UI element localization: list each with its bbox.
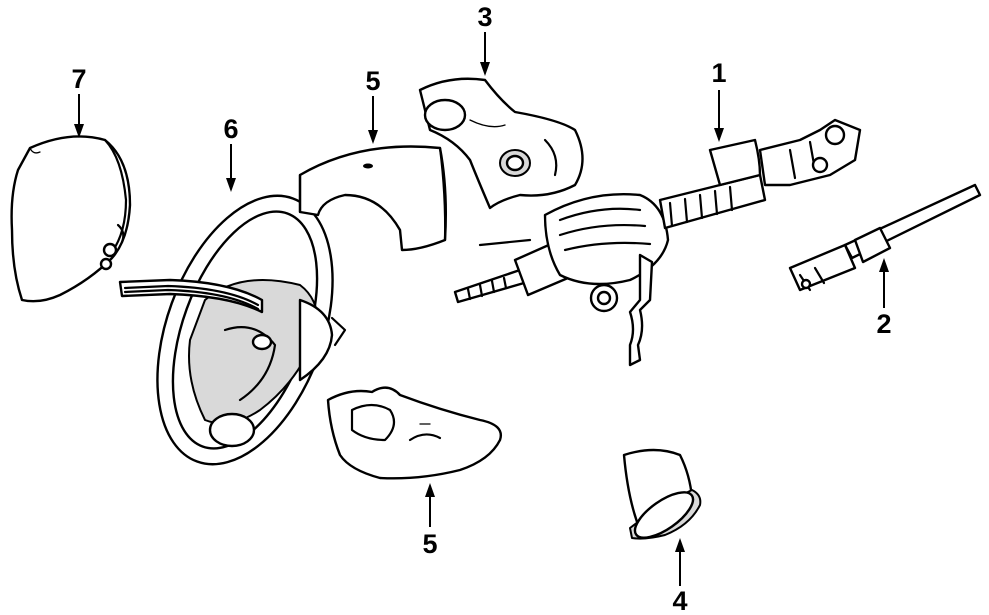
steering-wheel-part <box>118 194 347 466</box>
svg-text:5: 5 <box>365 66 380 96</box>
callout-6: 6 <box>223 114 239 192</box>
svg-text:2: 2 <box>876 309 891 339</box>
intermediate-shaft-part <box>788 183 982 292</box>
callout-3: 3 <box>477 2 493 76</box>
callout-2: 2 <box>876 258 892 339</box>
svg-text:5: 5 <box>422 529 437 559</box>
callout-5-upper: 5 <box>365 66 381 144</box>
column-boot-part <box>622 448 702 540</box>
svg-text:4: 4 <box>672 586 687 615</box>
svg-text:6: 6 <box>223 114 238 144</box>
airbag-cover-part <box>10 135 132 303</box>
upper-shroud-part <box>298 145 448 252</box>
column-cover-part <box>418 77 584 210</box>
lower-shroud-part <box>326 386 502 480</box>
callout-7: 7 <box>71 64 87 138</box>
svg-text:1: 1 <box>711 58 726 88</box>
svg-text:7: 7 <box>71 64 86 94</box>
svg-text:3: 3 <box>477 2 492 32</box>
callout-1: 1 <box>711 58 727 142</box>
callout-5-lower: 5 <box>422 483 438 559</box>
steering-column-part <box>453 118 862 367</box>
callout-4: 4 <box>672 538 688 615</box>
